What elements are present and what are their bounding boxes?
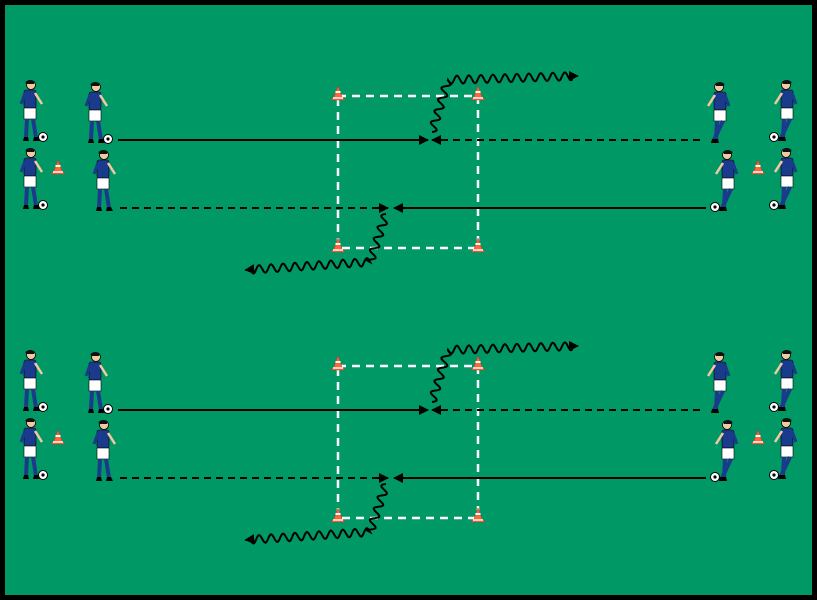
player — [19, 80, 44, 141]
cone-icon — [50, 159, 66, 175]
ball-icon — [769, 402, 779, 412]
passing-square — [336, 94, 480, 250]
ball-icon — [103, 134, 113, 144]
cone-icon — [330, 237, 346, 253]
player — [84, 82, 109, 143]
cone-icon — [330, 355, 346, 371]
passing-square — [336, 364, 480, 520]
player — [19, 350, 44, 411]
cone-icon — [50, 429, 66, 445]
player — [773, 80, 798, 141]
drill-setup-1 — [19, 71, 798, 275]
player — [19, 418, 44, 479]
ball-icon — [710, 202, 720, 212]
drill-setup-2 — [19, 341, 798, 545]
ball-icon — [38, 470, 48, 480]
player — [92, 420, 117, 481]
cone-icon — [470, 85, 486, 101]
player — [92, 150, 117, 211]
player — [714, 420, 739, 481]
dribble-arrow — [244, 213, 388, 275]
player — [773, 350, 798, 411]
player — [19, 148, 44, 209]
cone-icon — [470, 355, 486, 371]
pitch-field — [5, 5, 812, 595]
ball-icon — [710, 472, 720, 482]
player — [706, 352, 731, 413]
player — [773, 418, 798, 479]
cone-icon — [750, 159, 766, 175]
cone-icon — [750, 429, 766, 445]
ball-icon — [769, 470, 779, 480]
player — [714, 150, 739, 211]
ball-icon — [769, 200, 779, 210]
player — [773, 148, 798, 209]
cone-icon — [330, 85, 346, 101]
ball-icon — [769, 132, 779, 142]
cone-icon — [470, 507, 486, 523]
player — [84, 352, 109, 413]
dribble-arrow — [429, 71, 579, 133]
ball-icon — [38, 200, 48, 210]
dribble-arrow — [244, 483, 388, 545]
cone-icon — [330, 507, 346, 523]
player — [706, 82, 731, 143]
ball-icon — [103, 404, 113, 414]
ball-icon — [38, 402, 48, 412]
ball-icon — [38, 132, 48, 142]
cone-icon — [470, 237, 486, 253]
dribble-arrow — [429, 341, 579, 403]
